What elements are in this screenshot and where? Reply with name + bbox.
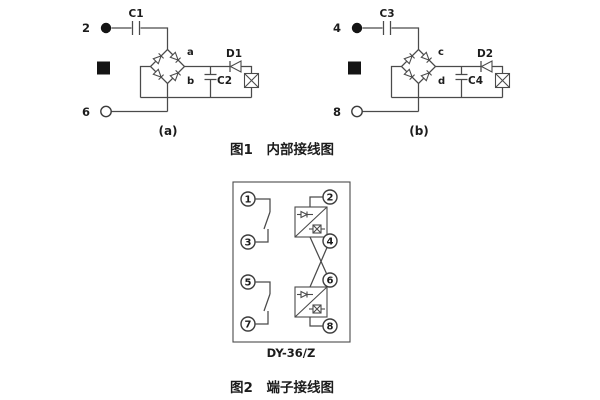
terminal-8-number: 8 bbox=[327, 322, 334, 333]
contact-5-7 bbox=[255, 281, 271, 325]
bridge-point-a-label: a bbox=[187, 47, 194, 58]
model-label: DY-36/Z bbox=[267, 346, 316, 360]
bridge-point-b-label: b bbox=[187, 76, 194, 87]
terminal-8-label: 8 bbox=[333, 105, 341, 119]
capacitor-c3-label: C3 bbox=[379, 8, 394, 20]
terminal-4-number: 4 bbox=[327, 237, 334, 248]
circuit-b: 4 C3 c d D2 C4 8 (b) bbox=[333, 8, 510, 138]
terminal-5: 5 bbox=[240, 274, 256, 290]
terminal-1-number: 1 bbox=[245, 195, 252, 206]
subfigure-a-label: (a) bbox=[158, 124, 177, 138]
capacitor-c1-label: C1 bbox=[128, 8, 143, 20]
bridge-point-d-label: d bbox=[438, 76, 445, 87]
terminal-8: 8 bbox=[322, 318, 338, 334]
terminal-2-number: 2 bbox=[327, 193, 334, 204]
terminal-5-number: 5 bbox=[245, 278, 252, 289]
terminal-4: 4 bbox=[322, 233, 338, 249]
bridge-point-c-label: c bbox=[438, 47, 444, 58]
terminal-6: 6 bbox=[322, 272, 338, 288]
figure1: 2 C1 a b D1 C2 6 (a) 4 C3 c d D2 C4 8 (b… bbox=[82, 8, 510, 158]
capacitor-c2-label: C2 bbox=[217, 75, 232, 87]
cross-connection-1 bbox=[309, 236, 328, 274]
terminal-6-label: 6 bbox=[82, 105, 90, 119]
terminal-2: 2 bbox=[322, 189, 338, 205]
figure2: 1 3 5 7 bbox=[230, 181, 351, 396]
contact-1-3 bbox=[255, 198, 271, 243]
terminal-3-number: 3 bbox=[245, 238, 252, 249]
rectifier-unit-1 bbox=[294, 206, 328, 238]
subfigure-b-label: (b) bbox=[409, 124, 429, 138]
terminal-6-number: 6 bbox=[327, 276, 334, 287]
circuit-a-drawing bbox=[97, 21, 259, 117]
unit-wiring bbox=[309, 196, 331, 327]
diode-d1-label: D1 bbox=[226, 48, 242, 60]
diode-d2-label: D2 bbox=[477, 48, 493, 60]
figure2-caption: 图2 端子接线图 bbox=[230, 379, 334, 396]
cross-connection-2 bbox=[309, 247, 328, 288]
terminal-1: 1 bbox=[240, 191, 256, 207]
figure1-caption: 图1 内部接线图 bbox=[230, 141, 334, 158]
circuit-a: 2 C1 a b D1 C2 6 (a) bbox=[82, 8, 259, 138]
terminal-4-label: 4 bbox=[333, 21, 341, 35]
terminal-7: 7 bbox=[240, 316, 256, 332]
capacitor-c4-label: C4 bbox=[468, 75, 483, 87]
terminal-3: 3 bbox=[240, 234, 256, 250]
terminal-2-label: 2 bbox=[82, 21, 90, 35]
terminal-7-number: 7 bbox=[245, 320, 252, 331]
rectifier-unit-2 bbox=[294, 286, 328, 318]
circuit-b-drawing bbox=[348, 21, 510, 117]
terminal-box-outline bbox=[232, 181, 351, 343]
